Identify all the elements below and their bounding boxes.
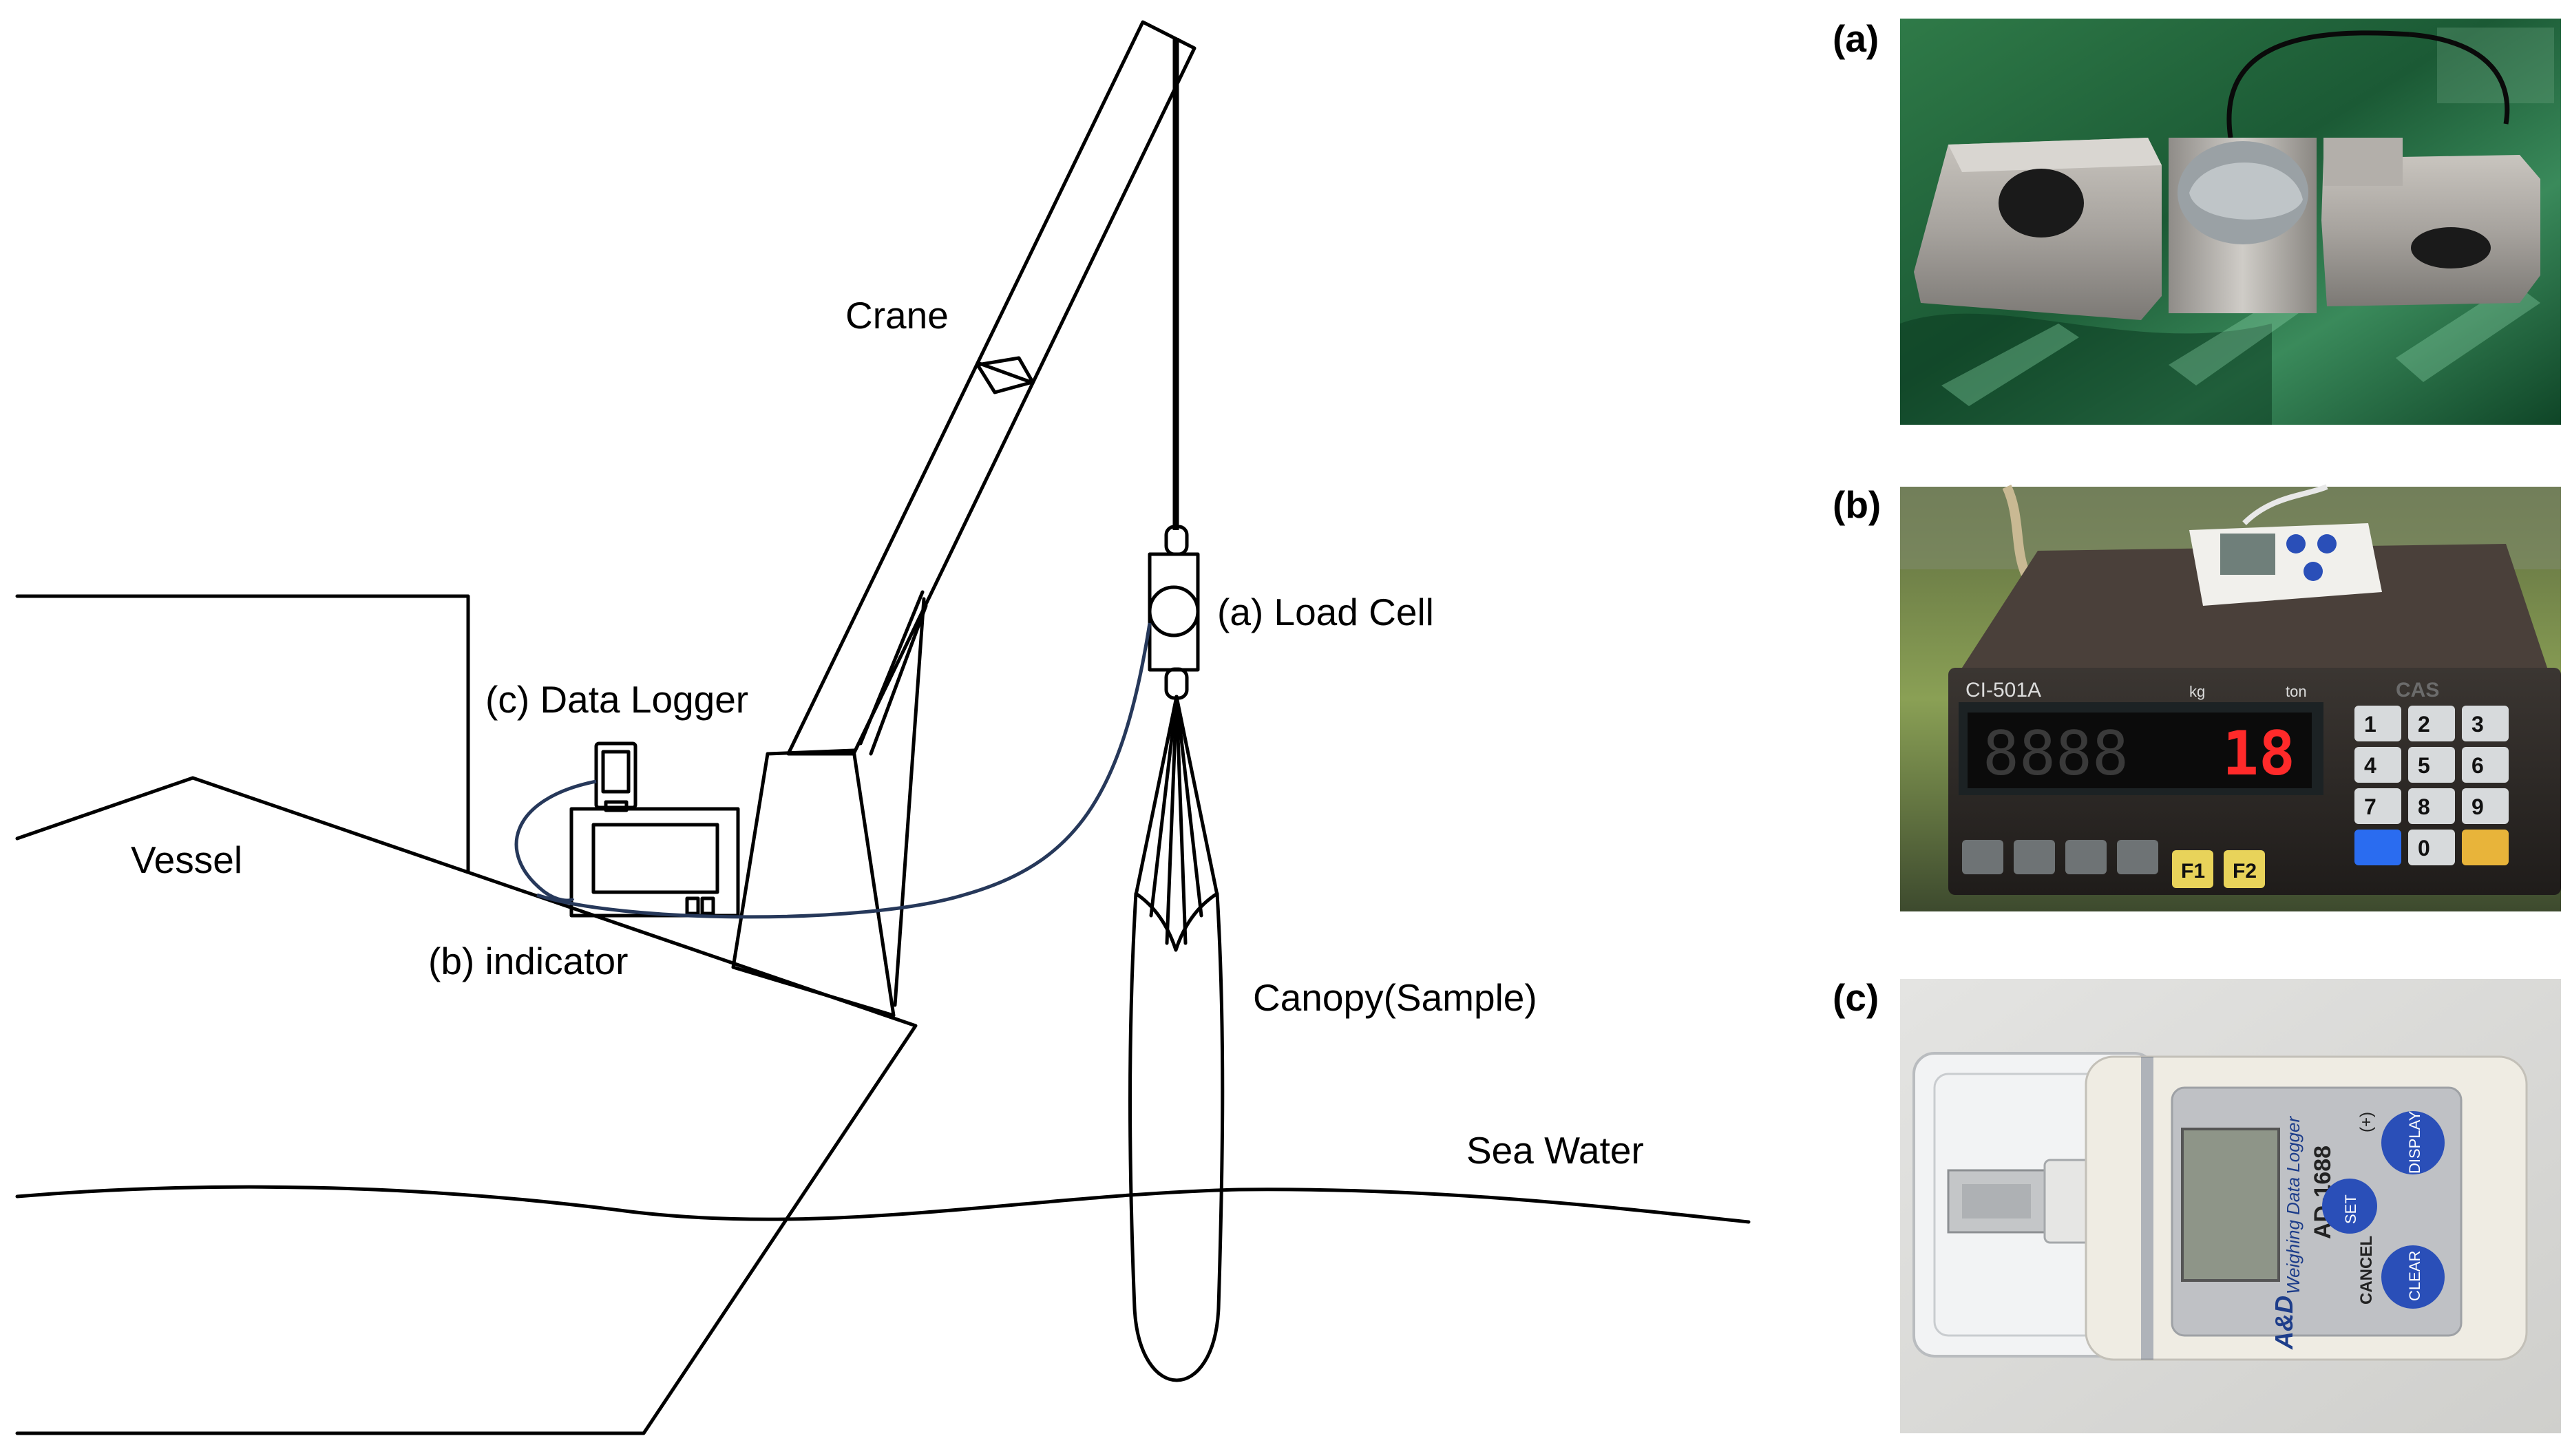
label-indicator: (b) indicator [428,940,628,982]
label-crane: Crane [845,294,949,337]
indicator-key[interactable] [2014,840,2055,874]
logger-on-indicator [2189,484,2382,606]
label-vessel: Vessel [131,838,242,881]
label-sea-water: Sea Water [1466,1129,1644,1172]
indicator-f2-label: F2 [2233,860,2257,883]
logger-cancel-label: CANCEL [2357,1236,2376,1305]
indicator-keypad-label: 4 [2364,753,2376,778]
load-cell-photo [1914,138,2540,320]
indicator-f2-key[interactable] [2224,850,2265,888]
data-logger-schematic [594,741,637,812]
schematic: Crane (a) Load Cell (c) Data Logger Vess… [15,20,1751,1435]
indicator-keypad-label: 3 [2471,712,2484,737]
logger-set-button[interactable]: SET [2322,1179,2377,1234]
indicator-keypad-key[interactable] [2462,788,2509,824]
indicator-unit-kg: kg [2189,683,2205,700]
logger-clear-button[interactable]: CLEAR [2381,1245,2445,1309]
indicator-ghost-digits: 8888 [1983,718,2129,789]
indicator-keypad-label: 6 [2471,753,2484,778]
indicator-keypad-key[interactable] [2408,830,2455,865]
photo-panel-b: (b) CI-501A kg ton CAS 8888 18 1 2 3 4 5 6 7 8 9… [1833,483,2561,911]
vessel-cabin [15,594,470,873]
panel-a-label: (a) [1833,17,1879,60]
vessel-hull [15,776,918,1435]
indicator-keypad-label: 7 [2364,794,2376,819]
indicator-keypad-key[interactable] [2354,706,2401,741]
canopy-sample [1128,891,1225,1382]
indicator-keypad-key[interactable] [2408,788,2455,824]
panel-b-label: (b) [1833,483,1881,526]
panel-c-label: (c) [1833,976,1879,1019]
indicator-keypad-key[interactable] [2408,747,2455,783]
logger-plus-label: (+) [2357,1112,2376,1132]
indicator-keypad-key[interactable] [2354,830,2401,865]
indicator-keypad-key[interactable] [2354,788,2401,824]
indicator-keypad-label: 1 [2364,712,2376,737]
crane-boom [786,20,1197,756]
indicator-f1-key[interactable] [2172,850,2213,888]
logger-brand: A&D [2270,1296,2298,1350]
crane-strut-1 [858,590,925,746]
indicator-f1-label: F1 [2181,860,2205,883]
logger-product-name: Weighing Data Logger [2283,1115,2304,1294]
logger-display-label: DISPLAY [2406,1110,2423,1174]
indicator-schematic [569,807,740,918]
indicator-keypad-key[interactable] [2462,706,2509,741]
photo-panel-c: (c) Weighing Data Logger AD-1688 A&D CAN… [1833,976,2561,1433]
indicator-key[interactable] [2065,840,2107,874]
indicator-keypad-key[interactable] [2408,706,2455,741]
label-canopy: Canopy(Sample) [1253,976,1537,1019]
logger-set-label: SET [2342,1194,2359,1224]
indicator-keypad-key[interactable] [2462,830,2509,865]
crane-base [731,748,896,1017]
crane-strut-3 [893,597,926,1007]
indicator-keypad-label: 9 [2471,794,2484,819]
logger-clear-label: CLEAR [2406,1251,2423,1301]
sea-water-line [15,1185,1751,1224]
label-data-logger: (c) Data Logger [485,678,748,721]
indicator-model: CI-501A [1965,679,2041,701]
indicator-keypad-label: 8 [2418,794,2430,819]
indicator-keypad-label: 5 [2418,753,2430,778]
indicator-keypad-label: 0 [2418,836,2430,861]
crane-collar-line [978,361,1035,385]
indicator-keypad: 1 2 3 4 5 6 7 8 9 0 [2354,706,2509,865]
label-load-cell: (a) Load Cell [1217,591,1434,633]
crane-boom-collar [976,356,1035,394]
crane-strut-2 [869,604,928,756]
indicator-keypad-key[interactable] [2354,747,2401,783]
cable-logger-indicator [514,779,597,903]
indicator-display-value: 18 [2222,718,2295,789]
indicator-brand: CAS [2396,679,2439,701]
indicator-keypad-key[interactable] [2462,747,2509,783]
load-cell-schematic [1148,525,1200,700]
indicator-unit-ton: ton [2286,683,2307,700]
logger-display-button[interactable]: DISPLAY [2381,1110,2445,1174]
indicator-key[interactable] [2117,840,2158,874]
photo-panel-a: (a) [1833,17,2561,425]
canopy-bridle [1134,695,1219,945]
cable-indicator-loadcell [536,622,1152,919]
indicator-key[interactable] [1962,840,2003,874]
indicator-keypad-label: 2 [2418,712,2430,737]
